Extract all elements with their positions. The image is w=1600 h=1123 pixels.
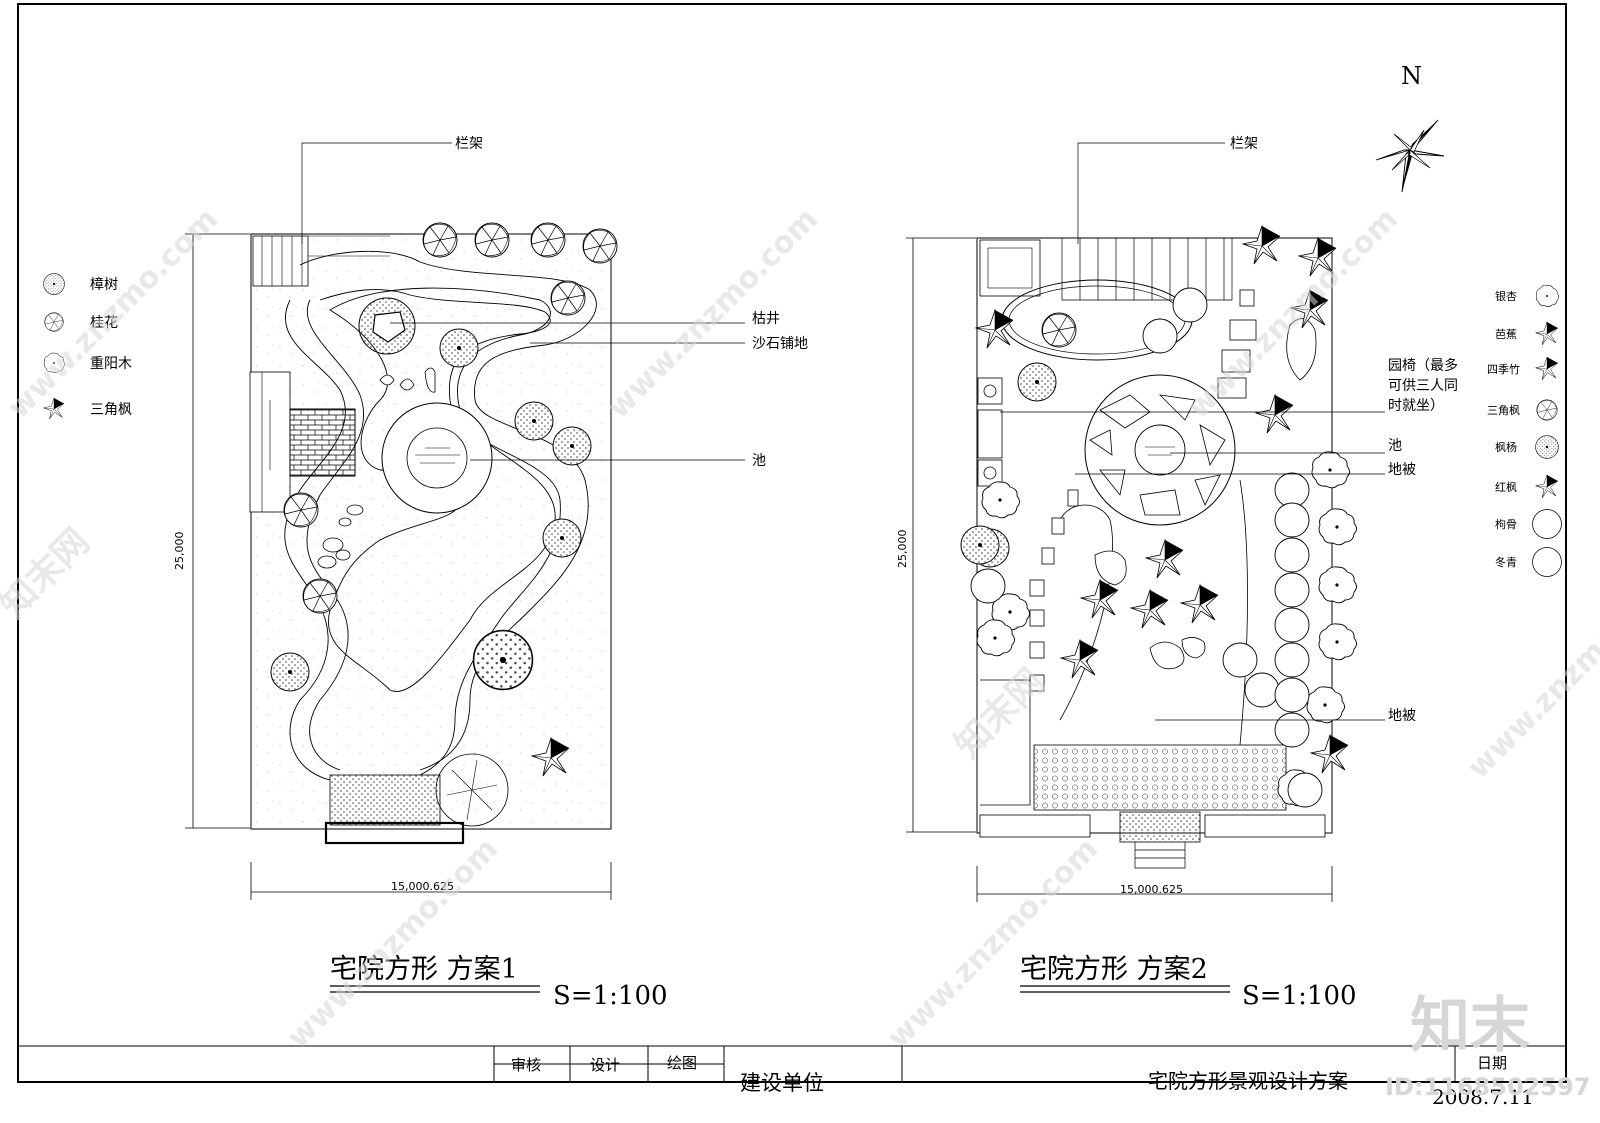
legend2-label-6: 枸骨 bbox=[1495, 517, 1517, 531]
ginkgo-symbol bbox=[1535, 284, 1559, 307]
legend1-label-2: 重阳木 bbox=[90, 356, 132, 372]
title-block-date-value: 2008.7.11 bbox=[1432, 1085, 1534, 1109]
plan-2-bench-line-1: 可供三人同 bbox=[1388, 378, 1458, 394]
trident-maple-symbol-2 bbox=[1536, 399, 1558, 421]
watermark-5: www.znzmo.com bbox=[881, 832, 1105, 1056]
plan-1-trellis bbox=[252, 235, 390, 287]
legend2-label-3: 三角枫 bbox=[1487, 403, 1520, 417]
title-block-client: 建设单位 bbox=[740, 1071, 824, 1095]
legend1-label-1: 桂花 bbox=[90, 315, 118, 331]
plan-1-callouts bbox=[301, 142, 745, 461]
plan-2-pond bbox=[1084, 374, 1236, 526]
plan-1-dimensions bbox=[185, 233, 612, 900]
plan-1-pond-label: 池 bbox=[752, 453, 766, 469]
plan-1-gravel-label: 沙石铺地 bbox=[752, 336, 808, 352]
title-block-date-label: 日期 bbox=[1477, 1054, 1507, 1072]
plan-1-pond bbox=[381, 402, 493, 514]
plan-2-groundcover-label-1: 地被 bbox=[1388, 462, 1416, 478]
plan-1-dry-well-label: 枯井 bbox=[752, 311, 780, 327]
plan-1-scale: S=1:100 bbox=[553, 981, 668, 1011]
legend2-label-2: 四季竹 bbox=[1487, 362, 1520, 376]
plan-2-bench-line-2: 时就坐） bbox=[1388, 398, 1444, 414]
watermark-8: www.znzmo.com bbox=[1461, 562, 1600, 786]
plan-2-callouts bbox=[1000, 142, 1385, 721]
red-maple-symbol bbox=[1535, 474, 1559, 499]
plan-1-dim-height: 25,000 bbox=[173, 532, 186, 571]
legend1-label-3: 三角枫 bbox=[90, 402, 132, 418]
osmanthus-symbol bbox=[44, 312, 64, 332]
plan-2-rocks bbox=[1094, 318, 1317, 670]
plan-1-brick-paving bbox=[289, 408, 356, 477]
watermark-id: ID:1168502597 bbox=[1385, 1073, 1590, 1101]
holly-symbol bbox=[1532, 509, 1562, 539]
plan-1-trees bbox=[270, 222, 618, 827]
plan-2-stepping-path bbox=[1029, 289, 1257, 692]
plan-2-groundcover-label-2: 地被 bbox=[1388, 708, 1416, 724]
plan-1-trellis-label: 栏架 bbox=[455, 136, 483, 152]
north-label: N bbox=[1401, 62, 1422, 90]
plan-1-lawn bbox=[328, 287, 556, 692]
plan-2-dimensions bbox=[906, 237, 1333, 902]
plan-1-gravel-paving bbox=[329, 774, 441, 826]
watermark-layer: www.znzmo.com www.znzmo.com www.znzmo.co… bbox=[0, 202, 1600, 1056]
legend1-label-0: 樟树 bbox=[90, 276, 118, 293]
plan-1-title: 宅院方形 方案1 bbox=[330, 954, 518, 985]
legend2-label-0: 银杏 bbox=[1495, 289, 1517, 303]
legend2-label-4: 枫杨 bbox=[1495, 440, 1517, 454]
watermark-2: www.znzmo.com bbox=[601, 202, 825, 426]
legend2-label-1: 芭蕉 bbox=[1495, 327, 1517, 341]
watermark-1: www.znzmo.com bbox=[1, 202, 225, 426]
maple-poplar-symbol bbox=[1535, 435, 1559, 459]
title-block-project: 宅院方形景观设计方案 bbox=[1148, 1069, 1348, 1093]
sheet-border bbox=[17, 3, 1567, 1083]
plan-2-trellis bbox=[1061, 238, 1233, 301]
watermark-brand: 知末 bbox=[1410, 991, 1530, 1061]
plan-2-dim-width: 15,000.625 bbox=[1120, 883, 1183, 896]
evergreen-symbol bbox=[1532, 547, 1562, 577]
watermark-7: 知末网 bbox=[0, 521, 98, 626]
legend2-label-7: 冬青 bbox=[1495, 555, 1517, 569]
plan-2-trellis-label: 栏架 bbox=[1230, 136, 1258, 152]
plan-2-dim-height: 25,000 bbox=[896, 530, 909, 569]
bamboo-symbol bbox=[1535, 356, 1559, 381]
legend2-label-5: 红枫 bbox=[1495, 480, 1517, 494]
plan-2-bench-line-0: 园椅（最多 bbox=[1388, 357, 1458, 374]
title-block bbox=[18, 1045, 1566, 1082]
plan-2-title: 宅院方形 方案2 bbox=[1020, 954, 1208, 985]
plan-1: 栏架 枯井 沙石铺地 池 25,000 15,000.625 樟树 桂花 重阳木… bbox=[43, 136, 808, 1011]
plan-1-stepping-stones bbox=[317, 504, 364, 569]
plan-2-legend bbox=[1532, 284, 1562, 577]
plan-2: 栏架 园椅（最多 可供三人同 时就坐） 池 地被 地被 25,000 15,00… bbox=[896, 136, 1562, 1011]
title-block-design: 设计 bbox=[590, 1056, 620, 1074]
camphor-tree-symbol bbox=[43, 273, 65, 295]
watermark-4: www.znzmo.com bbox=[281, 832, 505, 1056]
title-block-drawing: 绘图 bbox=[667, 1054, 697, 1072]
plan-2-entrance-steps bbox=[1119, 811, 1201, 843]
plan-1-dry-well bbox=[358, 297, 416, 355]
plan-2-scale: S=1:100 bbox=[1242, 981, 1357, 1011]
plan-2-hex-paving bbox=[1033, 744, 1287, 811]
banana-symbol bbox=[1535, 321, 1559, 346]
title-block-review: 审核 bbox=[511, 1056, 541, 1074]
plan-1-dim-width: 15,000.625 bbox=[391, 880, 454, 893]
plan-2-pond-label: 池 bbox=[1388, 438, 1402, 454]
north-arrow-icon bbox=[1375, 119, 1445, 193]
plan-1-gate bbox=[324, 821, 465, 845]
